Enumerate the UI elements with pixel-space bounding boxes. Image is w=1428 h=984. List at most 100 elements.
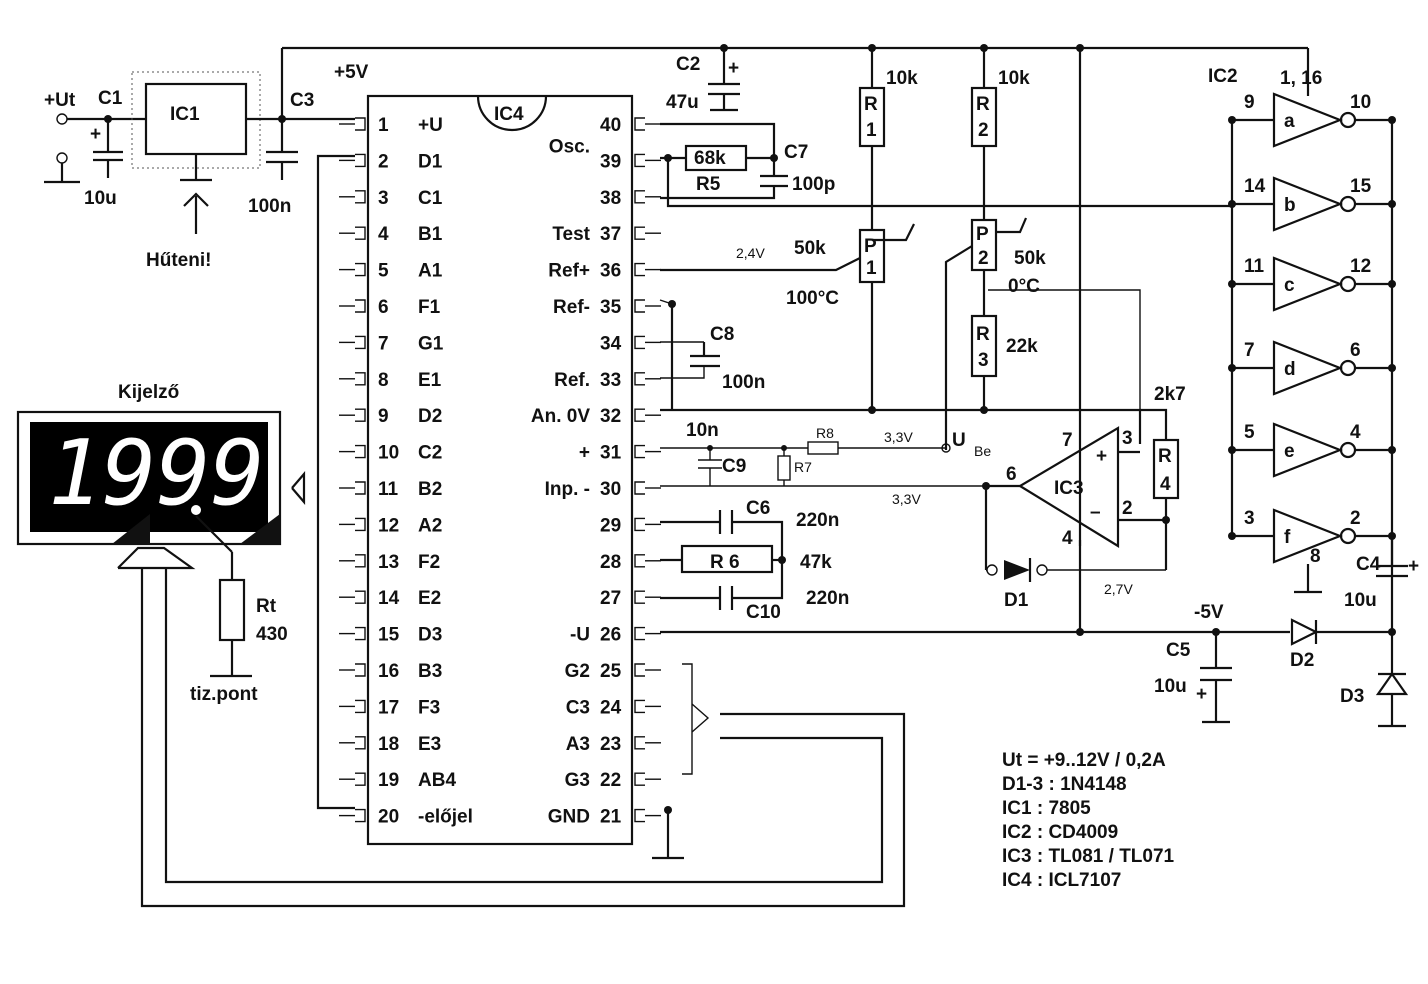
gate-label: a [1284,111,1295,132]
r7-name: R7 [794,459,812,475]
r6-name: R 6 [710,552,740,573]
ic4-pin-label: E2 [418,588,441,609]
ic4-pin-number: 21 [600,807,622,828]
gate-input-pin: 5 [1244,422,1255,443]
ic4-name: IC4 [494,104,524,125]
c2-name: C2 [676,54,700,75]
r1-l1: R [864,94,878,115]
ic4-pin-number: 36 [600,261,621,282]
ic4-pin-number: 18 [378,734,399,755]
ic4-pin-label: B1 [418,224,443,245]
ic3-minus: – [1090,502,1101,523]
ic4-pin-number: 17 [378,697,399,718]
ic4-pin-number: 5 [378,261,389,282]
ic3-name: IC3 [1054,478,1084,499]
ic4-pin-label: + [579,443,590,464]
ic4-pin-label: Ref. [554,370,590,391]
ic4-pin-label: G3 [565,770,590,791]
ic4-pin-number: 9 [378,406,389,427]
ic4-pin-label: GND [548,807,590,828]
note-line: D1-3 : 1N4148 [1002,774,1127,795]
ic4-pin-number: 35 [600,297,622,318]
c8-value: 100n [722,372,765,393]
c6-name: C6 [746,498,770,519]
r2-l1: R [976,94,990,115]
ic4-pin-number: 16 [378,661,399,682]
c4-name: C4 [1356,554,1381,575]
c3-name: C3 [290,90,314,111]
p5v-label: +5V [334,62,369,83]
c2: C2 + 47u [666,48,740,113]
segment-bus [316,154,355,810]
r2-l2: 2 [978,120,989,141]
r7-resistor [777,455,791,481]
ic4-pin-label: Ref+ [548,261,590,282]
ic4-pin-label: Ref- [553,297,590,318]
r2-value: 10k [998,68,1030,89]
v33-b: 3,3V [892,491,921,507]
gate-output-pin: 2 [1350,508,1361,529]
ic4-pin-label: A2 [418,515,442,536]
ic4-pin-label: G1 [418,333,444,354]
c5-value: 10u [1154,676,1187,697]
display: Kijelző 1999 Rt 430 tiz.pont [16,382,288,705]
gnd-terminal [56,152,68,164]
ic4-pin-label: C1 [418,188,443,209]
c3-value: 100n [248,196,291,217]
ube-label: U [952,430,966,451]
ic4-pin-number: 10 [378,443,399,464]
p2-l2: 2 [978,248,989,269]
c7-name: C7 [784,142,808,163]
oscillator: 68k C7 R5 100p [660,122,1232,208]
rt-resistor [218,578,246,642]
ic4-pin-label: Inp. - [545,479,590,500]
ic4-pin-label: D1 [418,151,443,172]
c7-value: 100p [792,174,835,195]
ic4-pin-label: A3 [566,734,590,755]
display-title: Kijelző [118,382,179,403]
r4-value: 2k7 [1154,384,1186,405]
ic4-pin-label: F1 [418,297,441,318]
note-line: IC2 : CD4009 [1002,822,1118,843]
ic4-pin-number: 27 [600,588,621,609]
gate-output-pin: 10 [1350,92,1371,113]
ic4-pin-number: 32 [600,406,621,427]
ic4-pin-label: E1 [418,370,442,391]
ic4-pin-number: 38 [600,188,621,209]
ube-sub: Be [974,443,991,459]
note-line: Ut = +9..12V / 0,2A [1002,750,1166,771]
ic4-pin-number: 1 [378,115,389,136]
input-network: R8 3,3V U Be R7 10n C9 3,3V [660,420,1020,570]
gate-label: e [1284,441,1295,462]
c9-name: C9 [722,456,746,477]
loop-wire-outer [140,568,906,908]
ic4-pin-label: +U [418,115,443,136]
ic4-pin-number: 14 [378,588,400,609]
rt-name: Rt [256,596,277,617]
note-line: IC1 : 7805 [1002,798,1091,819]
ic3-plus: + [1096,446,1107,467]
ic4-pin-label: F2 [418,552,440,573]
ic4-pin-label: D2 [418,406,442,427]
gate-output-pin: 15 [1350,176,1372,197]
r8-name: R8 [816,425,834,441]
ic4-pin-number: 4 [378,224,389,245]
note-line: IC4 : ICL7107 [1002,870,1121,891]
r4: 2k7 R 4 [1140,384,1186,570]
r4-l2: 4 [1160,474,1171,495]
c4-value: 10u [1344,590,1377,611]
gate-label: b [1284,195,1296,216]
power-input: +Ut C1 + 10u IC1 Hűteni! C3 100n +5V [44,48,369,271]
rt-value: 430 [256,624,288,645]
gate-input-pin: 11 [1244,256,1265,277]
v27: 2,7V [1104,581,1133,597]
svg-text:+: + [1408,556,1419,577]
display-digits: 1999 [48,421,265,526]
d3: D3 [1340,632,1409,728]
ic4-pin-number: 29 [600,515,621,536]
ic4-pin-label: C2 [418,443,442,464]
gate-label: f [1284,527,1291,548]
svg-text:+: + [90,124,101,145]
ic4-pin-number: 39 [600,151,621,172]
